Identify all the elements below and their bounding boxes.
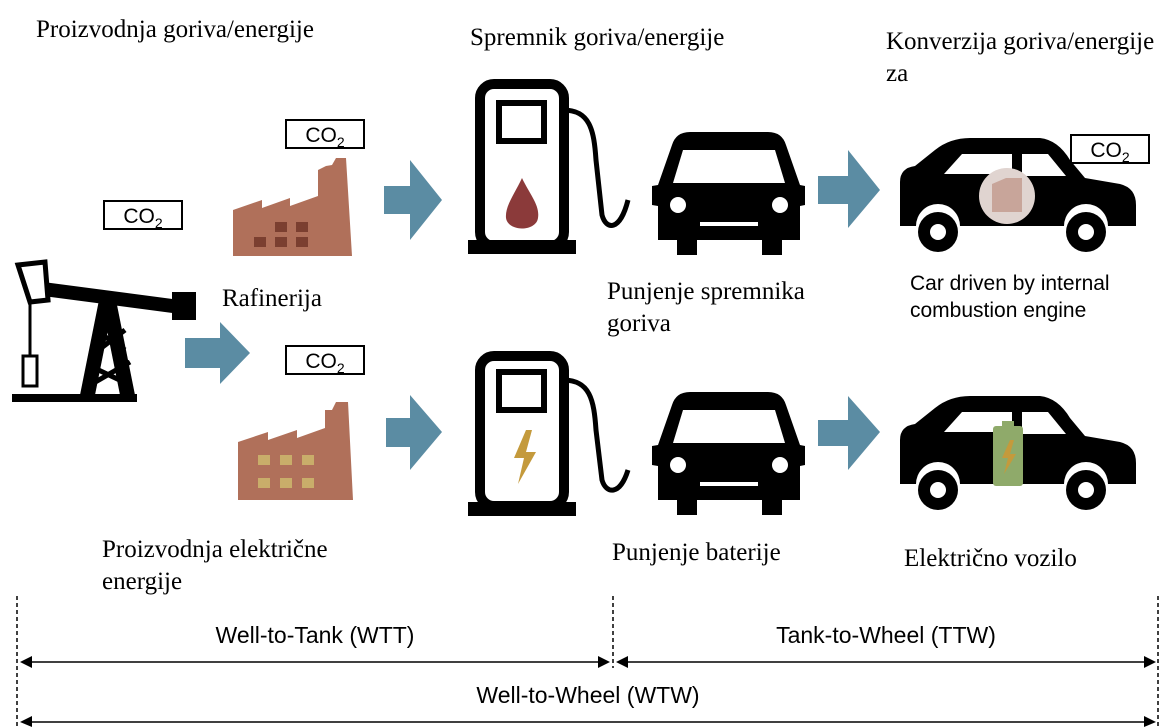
co2-badge: CO2 [103, 200, 183, 231]
ttw-span-arrow [616, 656, 1156, 668]
co2-badge: CO2 [285, 345, 365, 376]
co2-badge: CO2 [1070, 134, 1150, 165]
label-electricity-production: Proizvodnja električne energije [102, 536, 328, 595]
arrow-to-ev [818, 396, 880, 470]
label-wtw: Well-to-Wheel (WTW) [476, 682, 700, 708]
arrow-to-ice-car [818, 150, 880, 228]
label-fuel-energy-production: Proizvodnja goriva/energije [36, 16, 314, 43]
fuel-pump-icon [468, 351, 631, 516]
car-icon [900, 396, 1136, 510]
label-refinery: Rafinerija [222, 285, 322, 312]
label-fuel-energy-storage: Spremnik goriva/energije [470, 24, 725, 51]
jerrycan-icon [992, 178, 1022, 212]
label-ice-car: Car driven by internal combustion engine [910, 272, 1110, 322]
label-fuel-tank-filling: Punjenje spremnika goriva [607, 278, 805, 337]
wtt-span-arrow [20, 656, 610, 668]
label-wtt: Well-to-Tank (WTT) [215, 622, 415, 648]
arrow-refinery-to-pump [384, 160, 442, 240]
car-icon [900, 138, 1136, 252]
label-battery-charging: Punjenje baterije [612, 539, 781, 566]
arrow-power-to-charger [386, 395, 442, 470]
car-icon [652, 132, 805, 255]
factory-icon [233, 158, 352, 256]
car-icon [652, 392, 805, 515]
oil-pump-icon [12, 259, 196, 402]
fuel-drop-icon [505, 178, 539, 229]
label-ttw: Tank-to-Wheel (TTW) [776, 622, 996, 648]
arrow-pump-to-factories [185, 322, 250, 384]
co2-badge: CO2 [285, 119, 365, 150]
fuel-pump-icon [468, 79, 631, 254]
label-electric-vehicle: Električno vozilo [904, 545, 1077, 572]
label-fuel-energy-conversion: Konverzija goriva/energije za [886, 28, 1155, 87]
wtw-span-arrow [20, 716, 1156, 727]
lightning-icon [514, 430, 536, 484]
factory-icon [238, 402, 353, 500]
